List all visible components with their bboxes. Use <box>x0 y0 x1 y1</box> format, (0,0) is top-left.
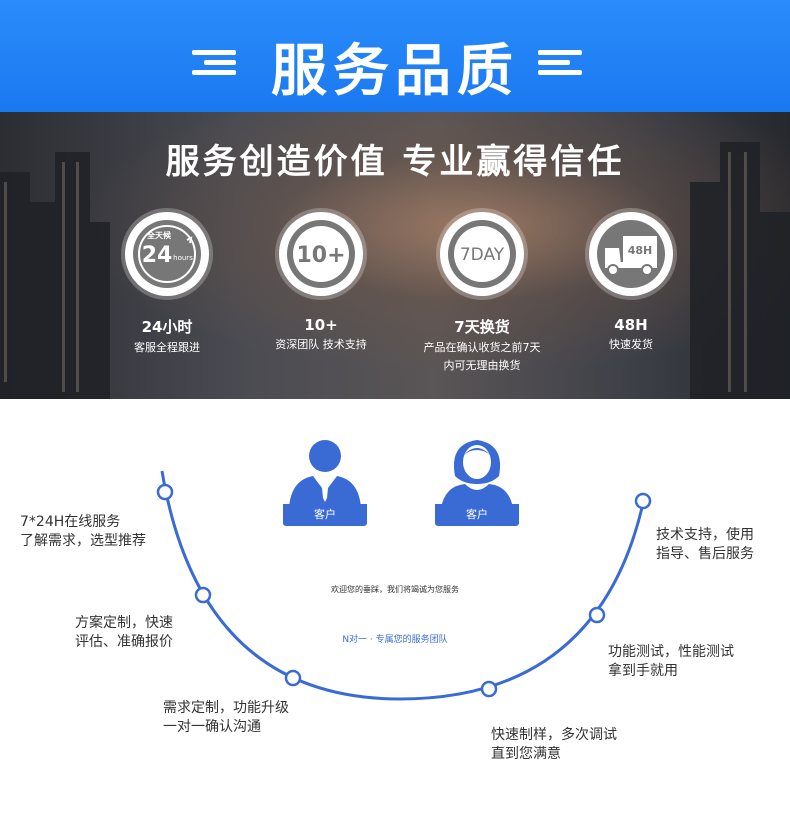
feature-title: 7天换货 <box>454 318 510 336</box>
step-line-1: 7*24H在线服务 <box>20 514 121 530</box>
ten-plus-icon: 10+ <box>279 212 363 296</box>
customer-label: 客户 <box>435 504 519 526</box>
process-node <box>588 606 606 624</box>
feature-title: 10+ <box>304 316 338 334</box>
male-customer: 客户 <box>283 436 367 526</box>
right-lines-decoration <box>538 46 596 78</box>
icon-main-text: 48H <box>628 244 653 257</box>
section-header: 服务品质 <box>0 0 790 112</box>
step-3: 需求定制，功能升级 一对一确认沟通 <box>163 699 289 737</box>
feature-seven-day: 7DAY 7天换货 产品在确认收货之前7天 内可无理由换货 <box>407 212 557 375</box>
feature-subtitle: 客服全程跟进 <box>134 341 200 354</box>
step-line-2: 了解需求，选型推荐 <box>20 533 146 549</box>
seven-day-icon: 7DAY <box>440 212 524 296</box>
female-customer: 客户 <box>435 436 519 526</box>
customer-label: 客户 <box>283 504 367 526</box>
feature-subtitle: 快速发货 <box>609 338 653 351</box>
city-skyline-background <box>0 142 790 399</box>
step-1: 7*24H在线服务 了解需求，选型推荐 <box>20 513 146 551</box>
step-2: 方案定制，快速 评估、准确报价 <box>75 614 173 652</box>
step-line-1: 功能测试，性能测试 <box>608 644 734 660</box>
team-text: N对一 · 专属您的服务团队 <box>342 635 448 645</box>
banner-slogan: 服务创造价值 专业赢得信任 <box>165 142 625 182</box>
feature-subtitle: 资深团队 技术支持 <box>275 338 367 351</box>
feature-48h: 48H 48H 快速发货 <box>556 212 706 354</box>
delivery-truck-icon: 48H <box>589 212 673 296</box>
feature-subtitle: 产品在确认收货之前7天 <box>423 341 541 354</box>
process-node <box>284 669 302 687</box>
step-line-1: 方案定制，快速 <box>75 615 173 631</box>
female-user-icon <box>441 440 513 508</box>
icon-main-text: 24 <box>142 243 173 268</box>
step-line-1: 需求定制，功能升级 <box>163 700 289 716</box>
feature-title: 24小时 <box>141 318 193 336</box>
process-node <box>480 680 498 698</box>
male-user-icon <box>289 440 361 508</box>
service-process-arc <box>156 470 652 701</box>
feature-title: 48H <box>614 316 648 334</box>
process-node <box>194 586 212 604</box>
feature-team: 10+ 10+ 资深团队 技术支持 <box>246 212 396 354</box>
step-line-1: 快速制样，多次调试 <box>491 727 617 743</box>
feature-24-hours: 全天候 24 hours 24小时 客服全程跟进 <box>92 212 242 357</box>
step-line-2: 一对一确认沟通 <box>163 719 261 735</box>
feature-subtitle-2: 内可无理由换货 <box>443 359 521 372</box>
welcome-text: 欢迎您的垂踩，我们将竭诚为您服务 <box>331 585 459 594</box>
left-lines-decoration <box>192 46 250 78</box>
icon-main-text: 7DAY <box>460 245 505 265</box>
page-title: 服务品质 <box>271 39 519 104</box>
step-line-2: 直到您满意 <box>491 746 561 762</box>
step-4: 快速制样，多次调试 直到您满意 <box>491 726 617 764</box>
24-hours-clock-icon: 全天候 24 hours <box>125 212 209 296</box>
step-line-2: 评估、准确报价 <box>75 634 173 650</box>
service-banner: 服务创造价值 专业赢得信任 全天候 24 hours 24小时 客服全程跟进 1… <box>0 112 790 399</box>
step-6: 技术支持，使用 指导、售后服务 <box>656 526 754 564</box>
step-line-1: 技术支持，使用 <box>656 527 754 543</box>
process-node <box>634 492 652 510</box>
step-line-2: 指导、售后服务 <box>656 546 754 562</box>
icon-top-text: 全天候 <box>146 230 172 240</box>
process-node <box>156 483 174 501</box>
icon-sub-text: hours <box>173 254 193 262</box>
step-line-2: 拿到手就用 <box>608 663 678 679</box>
step-5: 功能测试，性能测试 拿到手就用 <box>608 643 734 681</box>
icon-main-text: 10+ <box>296 243 345 268</box>
